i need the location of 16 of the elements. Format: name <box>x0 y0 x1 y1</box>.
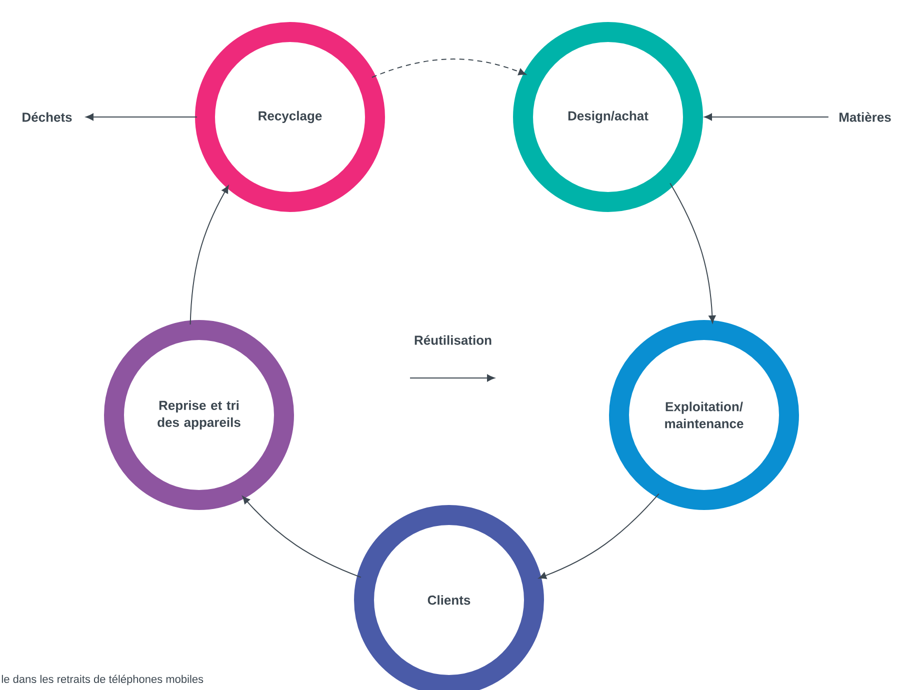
arrow <box>538 493 660 580</box>
arrow <box>704 113 829 121</box>
ring-node: Clients <box>354 504 544 690</box>
ring-node: Recyclage <box>195 22 385 212</box>
ring-node: Exploitation/ maintenance <box>609 320 799 510</box>
arrow <box>371 58 526 78</box>
arrow <box>86 113 198 121</box>
node-label: Matières <box>840 112 891 122</box>
ring-node: Design/achat <box>513 22 703 212</box>
node-label: Déchets <box>22 112 72 122</box>
text-label: Réutilisation <box>414 335 492 345</box>
arrow <box>242 496 362 578</box>
arrow <box>670 182 716 324</box>
text-label: le dans les retraits de téléphones mobiles <box>2 674 204 686</box>
arrow <box>190 185 229 325</box>
ring-node: Reprise et tri des appareils <box>104 320 294 510</box>
